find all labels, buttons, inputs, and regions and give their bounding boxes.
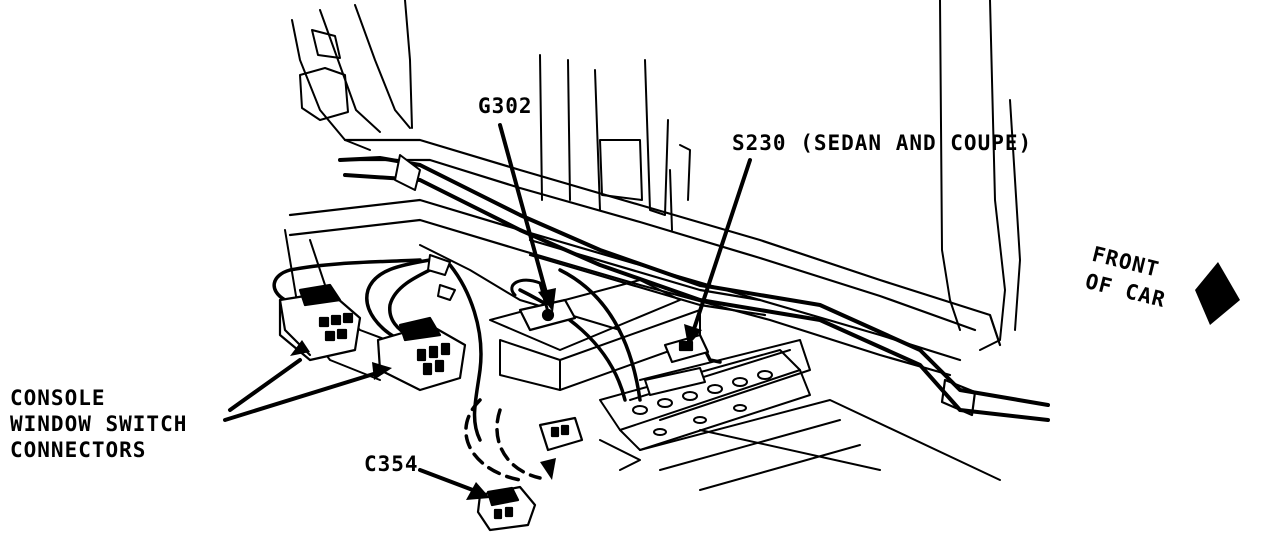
console-label-line1: CONSOLE	[10, 386, 106, 410]
console-window-switch-label: CONSOLE WINDOW SWITCH CONNECTORS	[10, 385, 187, 463]
front-arrow	[1195, 262, 1240, 325]
c354-dashed-path	[464, 398, 542, 482]
console-connector-right	[376, 316, 467, 392]
wiring-harness-main	[338, 154, 1050, 422]
body-pillar-lines	[291, 0, 1021, 351]
console-label-line2: WINDOW SWITCH	[10, 412, 188, 436]
c354-label: C354	[364, 452, 419, 476]
console-label-line3: CONNECTORS	[10, 438, 147, 462]
g302-label: G302	[478, 94, 533, 118]
c354-connector-mated	[538, 416, 584, 452]
s230-label: S230 (SEDAN AND COUPE)	[732, 131, 1033, 155]
wiring-harness-tunnel	[518, 268, 722, 402]
leader-arrows	[223, 123, 752, 494]
c354-connector-loose	[476, 485, 537, 532]
perforated-rail	[599, 349, 811, 451]
s230-splice	[663, 333, 710, 364]
arrowheads	[290, 288, 702, 500]
console-connector-left	[278, 283, 362, 362]
wiring-harness-branch	[272, 254, 483, 442]
